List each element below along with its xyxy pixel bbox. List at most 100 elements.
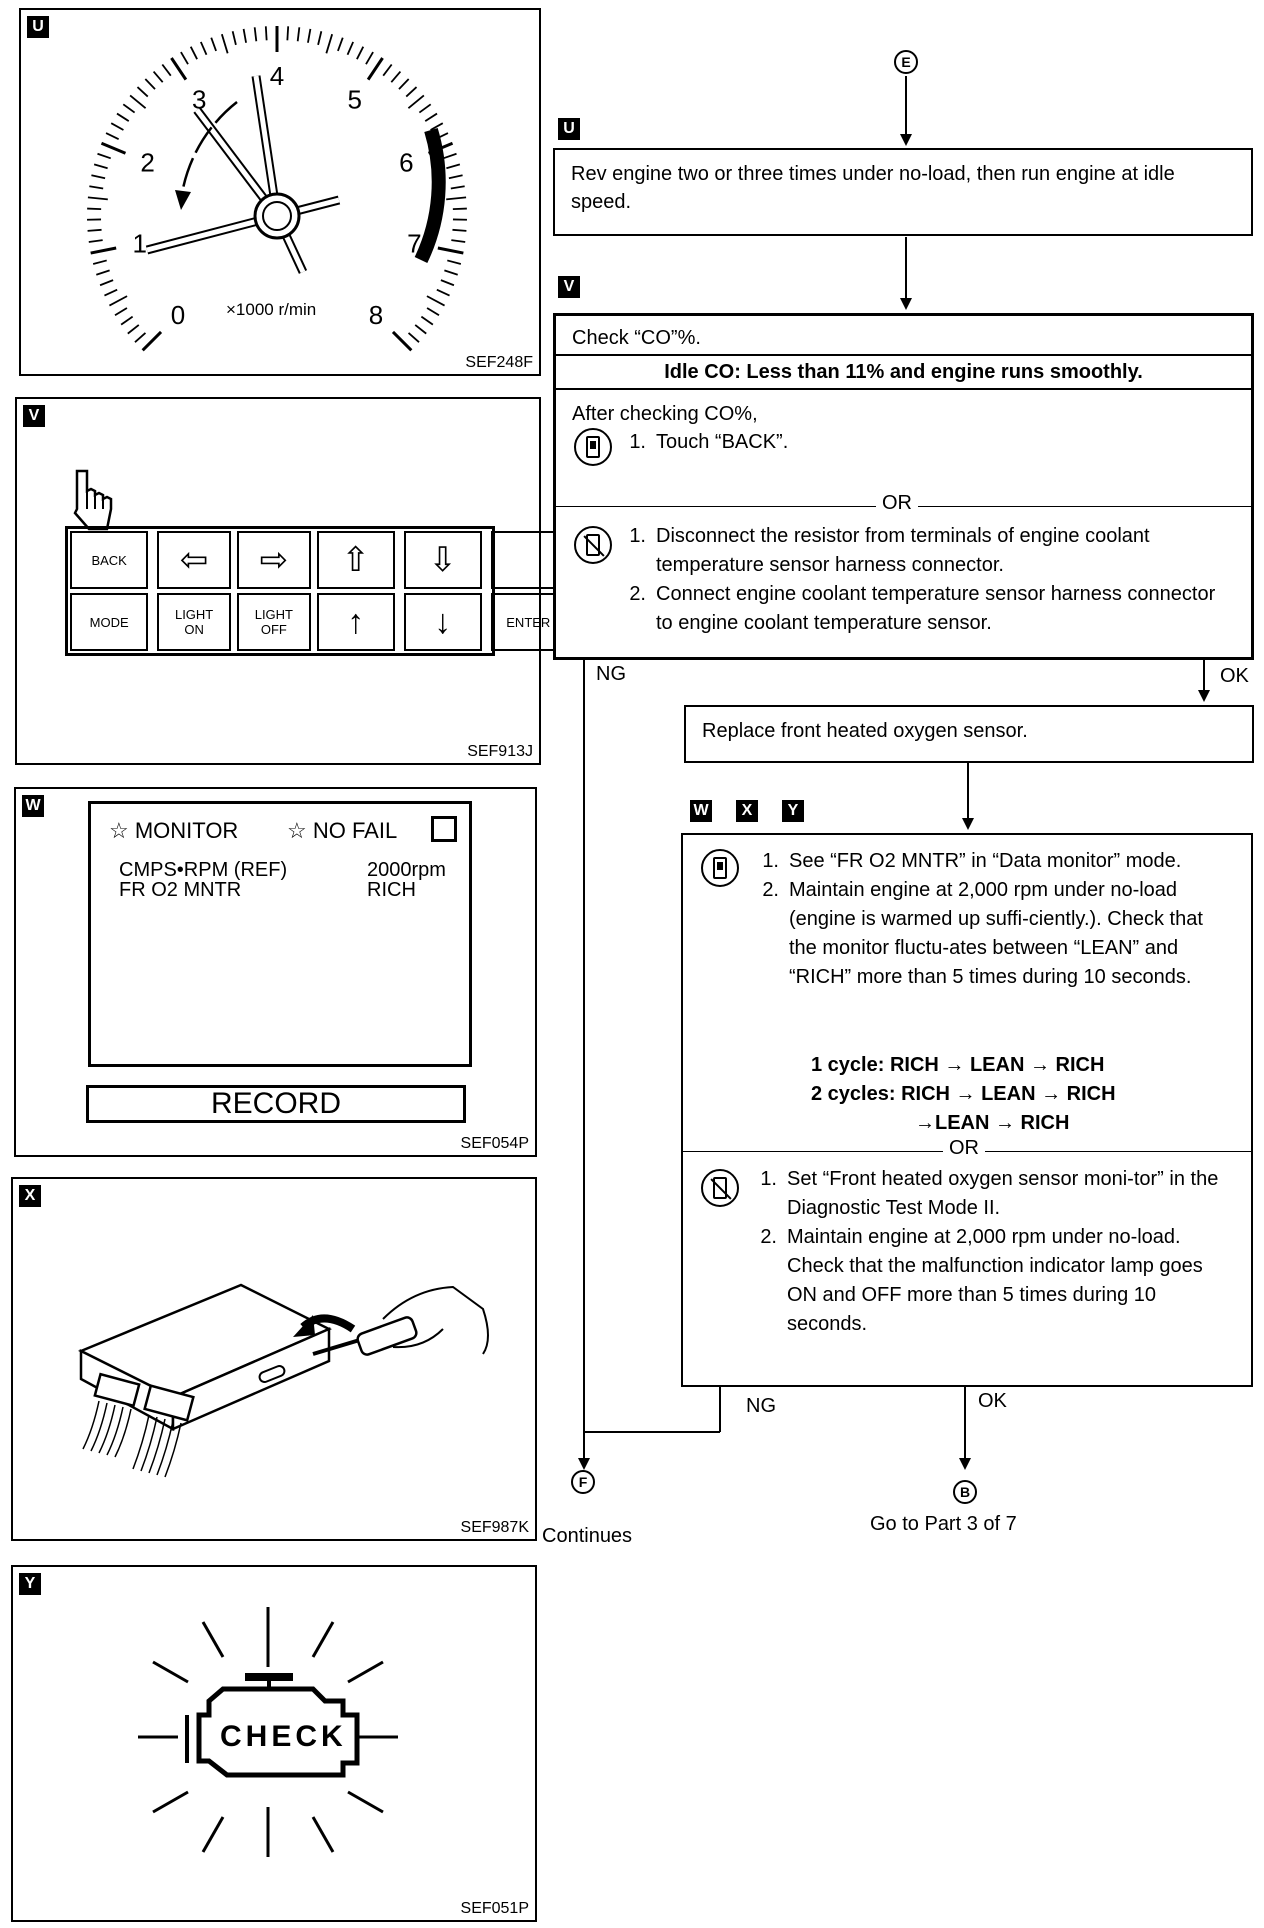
tach-tick: [87, 196, 108, 201]
monitor-header-label: ☆ MONITOR: [109, 818, 239, 843]
tach-tick: [398, 78, 410, 90]
keypad-row2-key[interactable]: MODE: [70, 593, 149, 651]
ok-label: OK: [1220, 665, 1249, 687]
tach-tick: [180, 51, 189, 65]
tach-numeral: 2: [140, 147, 154, 177]
tach-tick: [325, 33, 334, 54]
tach-tick: [426, 307, 440, 317]
tach-tick: [104, 288, 118, 297]
cycle-2: 2 cycles: RICH → LEAN → RICH: [811, 1083, 1116, 1105]
consult-icon: [701, 849, 739, 887]
step-number: 1.: [629, 525, 646, 547]
tach-tick: [136, 86, 149, 98]
tach-tick: [442, 152, 457, 160]
tach-tick: [87, 207, 102, 210]
tach-tick: [200, 41, 208, 56]
step-number: 1.: [760, 1168, 777, 1190]
tach-tick: [129, 94, 147, 109]
step-text: Touch “BACK”.: [656, 431, 789, 453]
tach-tick: [264, 26, 268, 41]
step-item: 1.Touch “BACK”.: [616, 428, 1226, 457]
step-item: 2.Connect engine coolant temperature sen…: [616, 580, 1236, 638]
step-number: 2.: [760, 1226, 777, 1248]
tach-tick: [420, 315, 434, 326]
tach-tick: [253, 27, 258, 42]
manual-steps: 1.Disconnect the resistor from terminals…: [616, 522, 1236, 638]
tach-tick: [92, 259, 107, 265]
step-tag-w: W: [690, 800, 712, 822]
keypad-row2-key[interactable]: ↓: [403, 593, 482, 651]
step-item: 1.See “FR O2 MNTR” in “Data monitor” mod…: [749, 847, 1229, 876]
step-tag-x: X: [736, 800, 758, 822]
step-text: Maintain engine at 2,000 rpm under no-lo…: [789, 879, 1203, 988]
tach-tick: [134, 332, 147, 343]
step-item: 1.Set “Front heated oxygen sensor moni-t…: [747, 1165, 1229, 1223]
tach-tick: [446, 196, 467, 201]
step-check-co: Check “CO”%. Idle CO: Less than 11% and …: [553, 313, 1254, 660]
tach-tick: [418, 103, 432, 114]
tach-tick: [382, 63, 393, 77]
ok-label-2: OK: [978, 1390, 1007, 1412]
tach-numeral: 3: [192, 85, 206, 115]
or-label: OR: [943, 1137, 985, 1160]
after-checking-label: After checking CO%,: [572, 403, 758, 425]
ecm-screwdriver-illustration: [77, 1283, 489, 1478]
checkbox-icon: [431, 816, 457, 842]
cycle-1: 1 cycle: RICH → LEAN → RICH: [811, 1054, 1105, 1076]
tach-tick: [120, 315, 134, 326]
step-item: 1.Disconnect the resistor from terminals…: [616, 522, 1236, 580]
step-text: Connect engine coolant temperature senso…: [656, 583, 1216, 634]
keypad-row2-key[interactable]: LIGHT OFF: [236, 593, 311, 651]
tach-numeral: 5: [348, 85, 362, 115]
tach-tick: [91, 174, 106, 180]
tach-tick: [407, 332, 420, 343]
no-consult-icon: [574, 526, 612, 564]
keypad-row1-key[interactable]: BACK: [70, 531, 149, 589]
record-button[interactable]: RECORD: [86, 1085, 466, 1123]
keypad-row1-key[interactable]: ⇨: [236, 531, 311, 589]
keypad-row1-key[interactable]: ⇧: [316, 531, 395, 589]
figure-code: SEF987K: [460, 1519, 529, 1536]
monitor-row-value: RICH: [367, 879, 416, 901]
connector-f: F: [571, 1470, 595, 1494]
panel-tag-x: X: [19, 1185, 41, 1207]
tach-tick: [430, 122, 444, 131]
tach-tick: [114, 307, 128, 317]
keypad-row2-key[interactable]: LIGHT ON: [157, 593, 232, 651]
figure-code: SEF913J: [467, 743, 533, 760]
step-tag-v: V: [558, 276, 580, 298]
tach-tick: [96, 269, 110, 276]
check-lamp-label: CHECK: [220, 1720, 347, 1753]
manual-steps: 1.Set “Front heated oxygen sensor moni-t…: [747, 1165, 1229, 1339]
goto-label: Go to Part 3 of 7: [870, 1513, 1017, 1535]
tach-tick: [90, 246, 117, 255]
step-text: Maintain engine at 2,000 rpm under no-lo…: [787, 1226, 1203, 1335]
keypad-row2-key[interactable]: ↑: [316, 593, 395, 651]
monitor-row-label: FR O2 MNTR: [119, 879, 242, 901]
tach-tick: [93, 163, 108, 170]
keypad-row1-key[interactable]: ⇩: [403, 531, 482, 589]
panel-tag-u: U: [27, 16, 49, 38]
tach-tick: [446, 163, 461, 170]
step-fr-o2-monitor: 1.See “FR O2 MNTR” in “Data monitor” mod…: [681, 833, 1253, 1387]
panel-ecm-adjust: X SEF987K: [11, 1177, 537, 1541]
tach-tick: [109, 295, 128, 307]
no-fail-label: ☆ NO FAIL: [287, 818, 398, 843]
keypad-row1-key[interactable]: ⇦: [157, 531, 232, 589]
tach-tick: [100, 141, 127, 155]
tach-tick: [451, 239, 466, 243]
co-spec: Idle CO: Less than 11% and engine runs s…: [556, 354, 1251, 390]
step-rev-engine: Rev engine two or three times under no-l…: [553, 148, 1253, 236]
tach-tick: [437, 246, 464, 255]
tach-tick: [365, 51, 374, 65]
tach-tick: [450, 185, 465, 190]
tach-tick: [436, 288, 450, 297]
tach-tick: [141, 330, 163, 352]
panel-check-lamp: Y CHECK SEF051P: [11, 1565, 537, 1922]
figure-code: SEF054P: [460, 1135, 529, 1152]
continues-label: Continues: [542, 1525, 633, 1547]
consult-steps: 1.Touch “BACK”.: [616, 428, 1226, 457]
cycle-2-cont: →LEAN → RICH: [915, 1112, 1070, 1134]
